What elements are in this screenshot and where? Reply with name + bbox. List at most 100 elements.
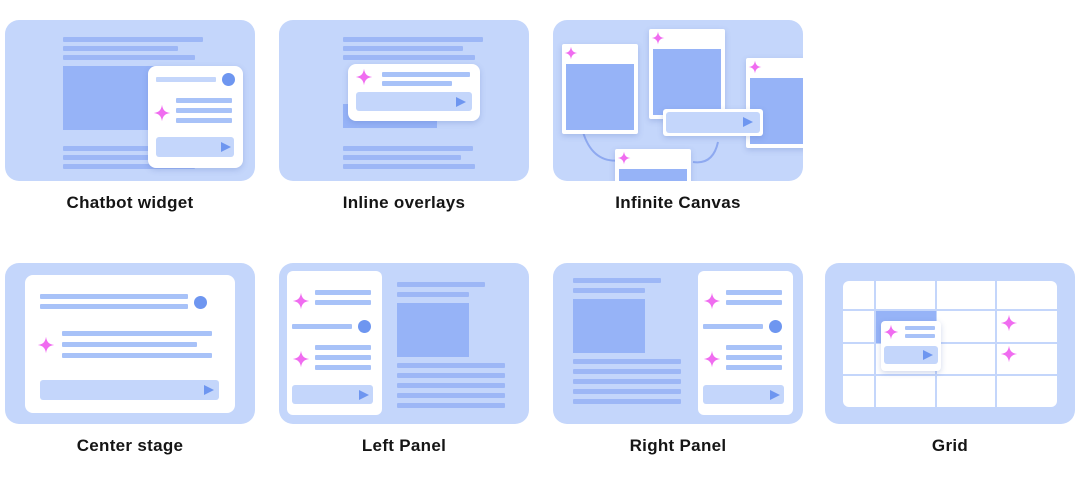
send-icon[interactable] — [923, 350, 933, 360]
chat-input[interactable] — [156, 137, 234, 157]
canvas-node — [562, 44, 638, 134]
avatar-dot — [769, 320, 782, 333]
card-infinite-canvas — [553, 20, 803, 181]
send-icon[interactable] — [221, 142, 231, 152]
content-image — [63, 66, 158, 130]
text-line — [315, 365, 371, 370]
card-left-panel — [279, 263, 529, 424]
text-line — [62, 342, 197, 347]
card-grid — [825, 263, 1075, 424]
send-icon[interactable] — [359, 390, 369, 400]
text-line — [315, 345, 371, 350]
card-label: Inline overlays — [342, 193, 466, 212]
sparkle-icon — [292, 350, 310, 368]
text-line — [343, 55, 475, 60]
content-image — [573, 299, 645, 353]
node-image — [653, 49, 721, 115]
card-label: Grid — [931, 436, 969, 455]
send-icon[interactable] — [743, 117, 753, 127]
text-line — [726, 365, 782, 370]
text-line — [63, 146, 208, 151]
text-line — [573, 278, 661, 283]
sparkle-icon — [617, 151, 631, 165]
sparkle-icon — [153, 104, 171, 122]
grid-table — [843, 281, 1057, 407]
text-line — [292, 324, 352, 329]
text-line — [343, 37, 483, 42]
card-chatbot-widget — [5, 20, 255, 181]
text-line — [63, 164, 195, 169]
sparkle-icon — [703, 292, 721, 310]
canvas-input[interactable] — [666, 112, 760, 133]
card-inline-overlays — [279, 20, 529, 181]
text-line — [703, 324, 763, 329]
card-right-panel — [553, 263, 803, 424]
text-line — [62, 353, 212, 358]
card-label: Chatbot widget — [66, 193, 194, 212]
sparkle-icon — [703, 350, 721, 368]
chat-message-line — [176, 98, 232, 103]
sparkle-icon — [292, 292, 310, 310]
text-line — [573, 389, 681, 394]
node-image — [619, 169, 687, 181]
sparkle-icon — [1000, 314, 1018, 332]
avatar-dot — [222, 73, 235, 86]
send-icon[interactable] — [770, 390, 780, 400]
text-line — [343, 164, 475, 169]
text-line — [573, 288, 645, 293]
text-line — [63, 37, 203, 42]
node-image — [566, 64, 634, 130]
overlay-input[interactable] — [356, 92, 472, 111]
chat-header-line — [156, 77, 216, 82]
sparkle-icon — [37, 336, 55, 354]
text-line — [397, 363, 505, 368]
overlay-line — [382, 72, 470, 77]
chat-message-line — [176, 118, 232, 123]
chat-widget-panel — [148, 66, 243, 168]
content-image — [397, 303, 469, 357]
text-line — [315, 300, 371, 305]
grid-lines — [843, 281, 1057, 407]
text-line — [315, 290, 371, 295]
text-line — [573, 359, 681, 364]
text-line — [905, 334, 935, 338]
text-line — [726, 300, 782, 305]
inline-overlay-popup — [348, 64, 480, 121]
text-line — [63, 46, 178, 51]
card-label: Infinite Canvas — [615, 193, 741, 212]
center-panel — [25, 275, 235, 413]
text-line — [726, 355, 782, 360]
text-line — [397, 292, 469, 297]
text-line — [40, 294, 188, 299]
text-line — [63, 55, 195, 60]
card-label: Right Panel — [629, 436, 727, 455]
sparkle-icon — [748, 60, 762, 74]
panel-input[interactable] — [703, 385, 784, 404]
canvas-prompt — [663, 109, 763, 136]
sparkle-icon — [883, 324, 899, 340]
send-icon[interactable] — [456, 97, 466, 107]
card-label: Center stage — [76, 436, 184, 455]
text-line — [573, 379, 681, 384]
sparkle-icon — [1000, 345, 1018, 363]
text-line — [726, 345, 782, 350]
text-line — [343, 146, 473, 151]
sparkle-icon — [355, 68, 373, 86]
cell-ai-popup — [881, 321, 941, 371]
side-panel — [287, 271, 382, 415]
panel-input[interactable] — [292, 385, 373, 404]
sparkle-icon — [564, 46, 578, 60]
text-line — [726, 290, 782, 295]
chat-message-line — [176, 108, 232, 113]
text-line — [397, 393, 505, 398]
text-line — [63, 155, 183, 160]
text-line — [397, 282, 485, 287]
sparkle-icon — [651, 31, 665, 45]
center-input[interactable] — [40, 380, 219, 400]
text-line — [573, 369, 681, 374]
avatar-dot — [194, 296, 207, 309]
text-line — [573, 399, 681, 404]
text-line — [343, 46, 463, 51]
text-line — [343, 155, 461, 160]
send-icon[interactable] — [204, 385, 214, 395]
